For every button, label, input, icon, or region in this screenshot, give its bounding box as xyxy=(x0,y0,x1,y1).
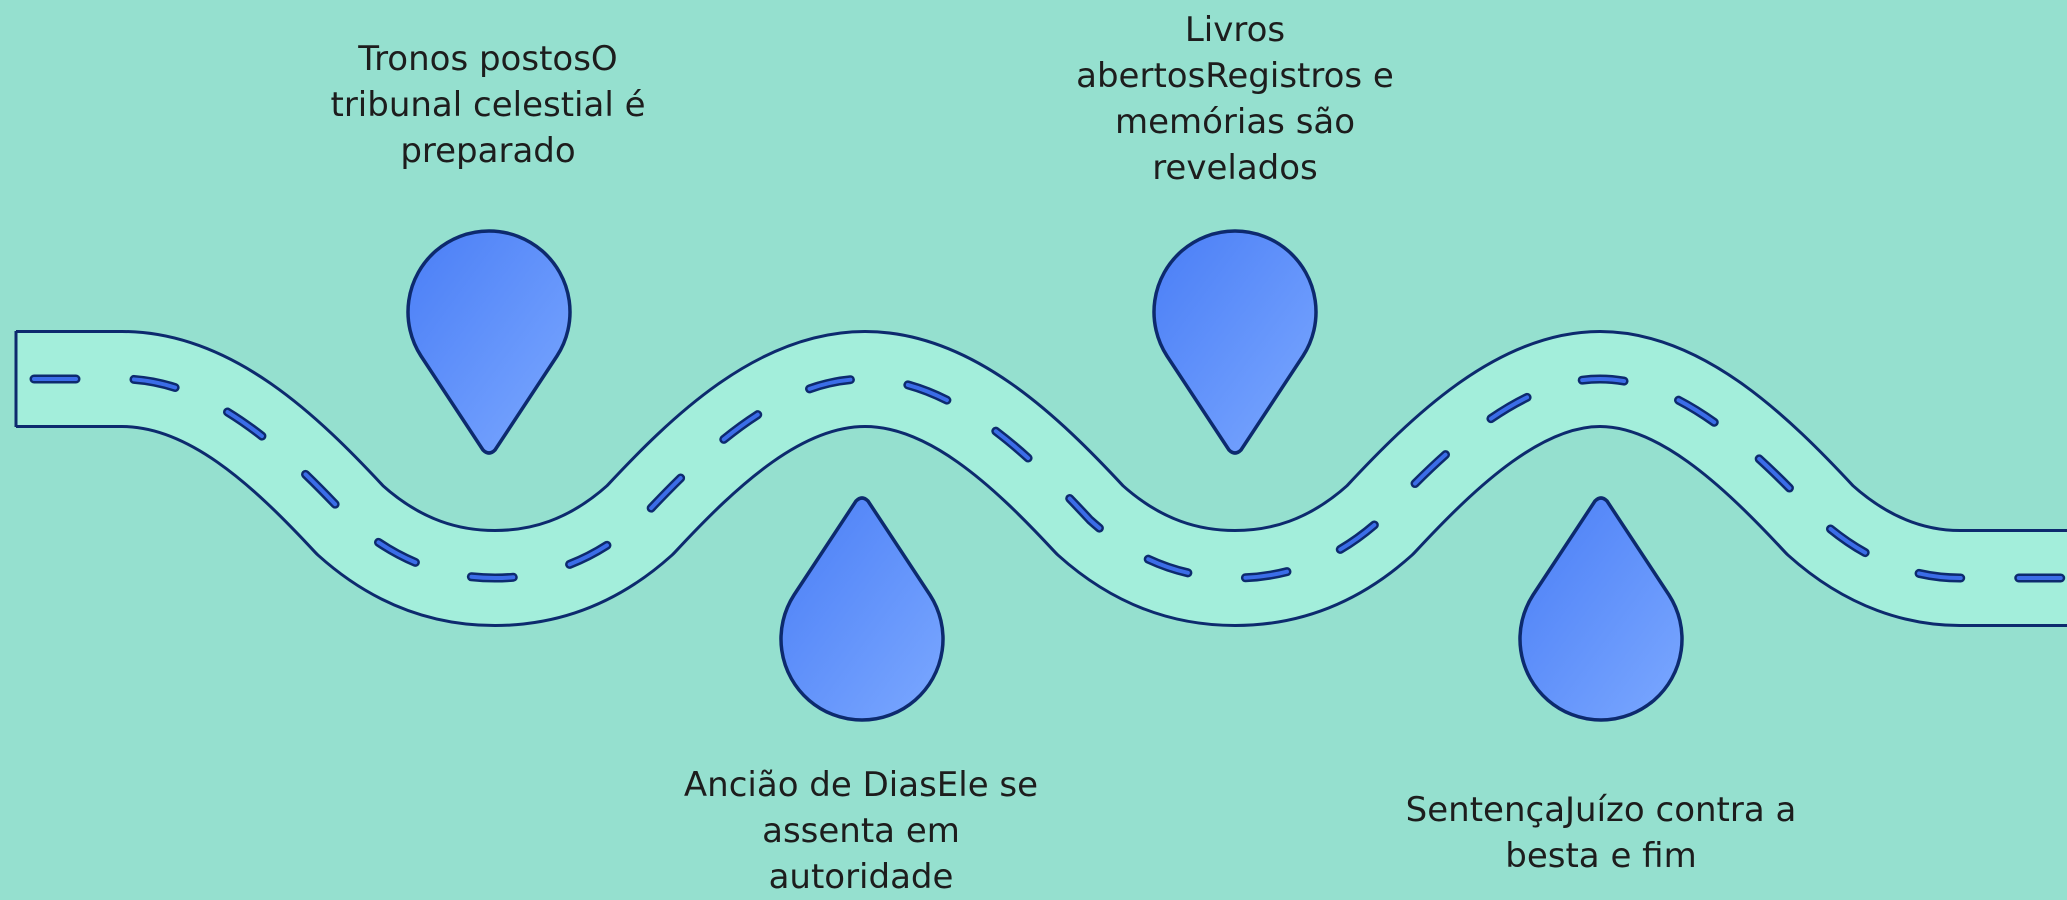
milestone-label: Ancião de DiasEle se assenta em autorida… xyxy=(683,765,1039,897)
milestone-label: Livros abertosRegistros e memórias são r… xyxy=(1076,10,1394,188)
map-pin-icon xyxy=(779,496,945,722)
map-pin-icon xyxy=(1518,496,1684,722)
map-pin-icon xyxy=(1152,229,1318,455)
road-center-dash xyxy=(14,376,2067,581)
milestone-label: SentençaJuízo contra a besta e fim xyxy=(1405,790,1797,876)
map-pin-icon xyxy=(406,229,572,455)
milestone-label: Tronos postosO tribunal celestial é prep… xyxy=(330,39,646,171)
